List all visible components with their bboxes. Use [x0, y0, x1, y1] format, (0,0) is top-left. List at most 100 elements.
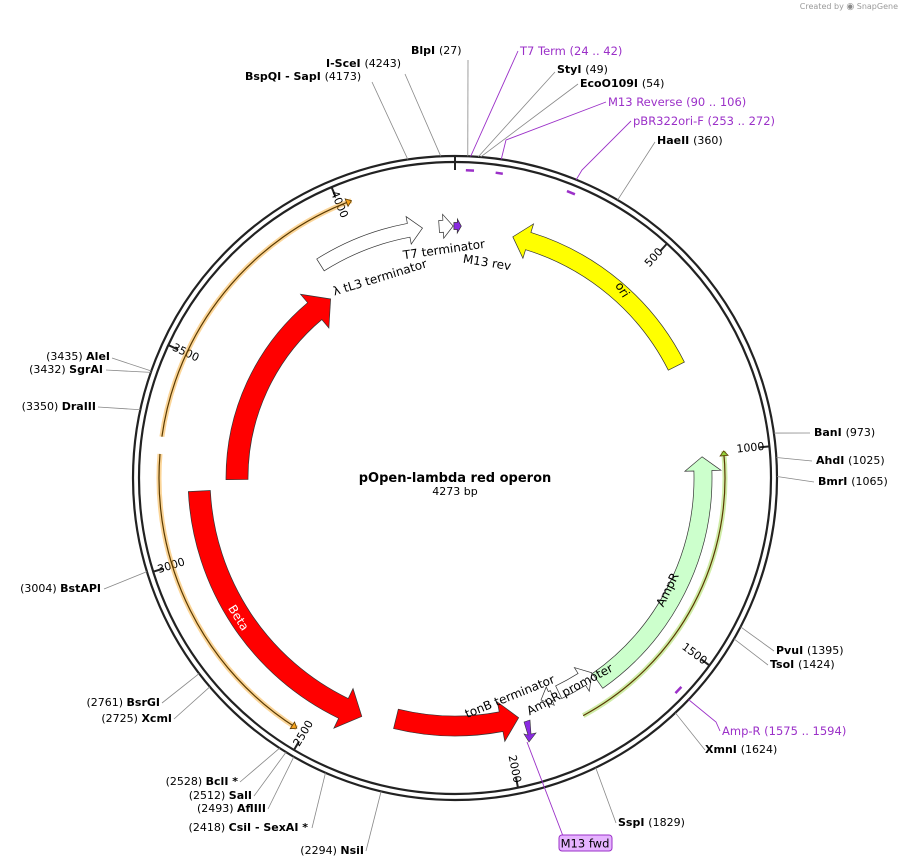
credit-text: Created by — [799, 2, 844, 11]
site-coord-bstapi: (3004) — [20, 582, 60, 595]
site-label-blpi: BlpI (27) — [411, 44, 462, 57]
site-leader-csii-sexai — [311, 772, 326, 829]
primer-box-m13-fwd — [558, 834, 613, 852]
tick-mark-4000 — [330, 186, 337, 197]
feature-label-tl3-terminator: λ tL3 terminator — [331, 257, 428, 299]
primer-name-t7-term: T7 Term — [519, 44, 570, 58]
primer-leader-m13-fwd — [526, 741, 564, 837]
snapgene-credit: Created by ◉ SnapGene — [800, 2, 898, 12]
site-leader-xmni — [675, 712, 706, 751]
site-label-tsoi: TsoI (1424) — [770, 658, 835, 671]
site-coord-bsrgi: (2761) — [86, 696, 126, 709]
site-leader-bcli — [239, 747, 280, 783]
site-name-bstapi: BstAPI — [60, 582, 101, 595]
site-leader-nsii — [365, 791, 382, 852]
primer-arrow-m13-fwd — [523, 719, 537, 743]
site-name-bsrgi: BsrGI — [127, 696, 160, 709]
primer-leader-pbr322ori-f — [575, 120, 632, 180]
site-coord-styi: (49) — [585, 63, 608, 76]
site-coord-haeii: (360) — [693, 134, 723, 147]
site-coord-xmni: (1624) — [741, 743, 778, 756]
site-name-nsii: NsiI — [340, 844, 364, 857]
feature-tl3-terminator-arrow — [316, 215, 423, 272]
site-leader-ecoo109i — [480, 83, 579, 158]
site-leader-sspi — [595, 767, 617, 824]
backbone — [131, 154, 779, 802]
site-coord-bspqi-sapi: (4173) — [325, 70, 362, 83]
orfs — [156, 198, 729, 731]
site-leader-bspqi-sapi — [371, 81, 409, 160]
tick-label-1000: 1000 — [736, 440, 765, 456]
site-name-ahdi: AhdI — [816, 454, 848, 467]
site-coord-tsoi: (1424) — [798, 658, 835, 671]
site-name-haeii: HaeII — [657, 134, 693, 147]
site-name-sspi: SspI — [618, 816, 648, 829]
tick-mark-2500 — [293, 740, 300, 751]
site-leader-bstapi — [103, 571, 148, 590]
site-label-csii-sexai: (2418) CsiI - SexAI * — [189, 821, 309, 834]
site-coord-ahdi: (1025) — [848, 454, 885, 467]
feature-exo-arrow — [225, 293, 331, 480]
site-name-pvui: PvuI — [776, 644, 807, 657]
site-label-pvui: PvuI (1395) — [776, 644, 844, 657]
primer-leader-amp-r — [688, 699, 721, 732]
primer-range-t7-term: (24 .. 42) — [570, 44, 623, 58]
orf-line-2 — [582, 450, 726, 717]
site-leader-bsrgi — [161, 673, 200, 704]
site-leader-i-scei — [404, 73, 442, 157]
restriction-sites: BlpI (27) StyI (49)EcoO109I (54) HaeII (36… — [20, 44, 888, 857]
plasmid-length: 4273 bp — [432, 485, 477, 498]
backbone-outer-strand — [131, 154, 779, 802]
site-leader-pvui — [740, 626, 775, 652]
site-name-blpi: BlpI — [411, 44, 439, 57]
site-coord-bani: (973) — [846, 426, 876, 439]
site-label-bsrgi: (2761) BsrGI — [86, 696, 160, 709]
site-label-bani: BanI (973) — [814, 426, 875, 439]
primer-label-m13-reverse: M13 Reverse (90 .. 106) — [608, 95, 746, 109]
tick-mark-500 — [659, 242, 668, 252]
site-name-alei: AleI — [86, 350, 110, 363]
plasmid-name: pOpen-lambda red operon — [359, 471, 552, 486]
orf-arrowhead-1 — [344, 198, 353, 208]
primer-label-m13-fwd: M13 fwd — [561, 837, 610, 851]
tick-mark-3500 — [167, 344, 178, 351]
site-label-bspqi-sapi: BspQI - SapI (4173) — [245, 70, 361, 83]
site-label-ecoo109i: EcoO109I (54) — [580, 77, 664, 90]
feature-ampr-arrow — [591, 456, 722, 689]
primer-range-amp-r: (1575 .. 1594) — [764, 724, 846, 738]
site-label-draiii: (3350) DraIII — [22, 400, 96, 413]
orf-arrowhead-0 — [289, 721, 298, 730]
site-coord-draiii: (3350) — [22, 400, 62, 413]
site-name-bcli: BclI * — [206, 775, 239, 788]
primer-label-pbr322ori-f: pBR322ori-F (253 .. 272) — [633, 114, 775, 128]
feature-m13-rev-arrow — [453, 217, 462, 235]
site-coord-bcli: (2528) — [166, 775, 206, 788]
feature-label-gam: Gam — [408, 733, 436, 747]
primer-leader-m13-reverse — [500, 101, 607, 160]
site-leader-tsoi — [733, 638, 769, 666]
site-leader-bmri — [776, 476, 815, 483]
site-leader-styi — [477, 71, 556, 158]
site-name-xmni: XmnI — [705, 743, 741, 756]
site-coord-sali: (2512) — [189, 789, 229, 802]
site-label-xmni: XmnI (1624) — [705, 743, 777, 756]
site-label-bcli: (2528) BclI * — [166, 775, 239, 788]
site-name-bmri: BmrI — [818, 475, 851, 488]
feature-ampr-promoter-arrow — [555, 666, 593, 700]
site-name-styi: StyI — [557, 63, 585, 76]
site-coord-afliii: (2493) — [197, 802, 237, 815]
site-coord-alei: (3435) — [46, 350, 86, 363]
primer-name-m13-reverse: M13 Reverse — [608, 95, 686, 109]
primer-range-pbr322ori-f: (253 .. 272) — [708, 114, 776, 128]
site-label-alei: (3435) AleI — [46, 350, 110, 363]
site-leader-afliii — [267, 756, 295, 810]
site-name-draiii: DraIII — [62, 400, 96, 413]
primer-mark-amp-r — [674, 685, 683, 694]
site-label-ahdi: AhdI (1025) — [816, 454, 885, 467]
site-name-xcmi: XcmI — [141, 712, 172, 725]
tick-mark-3000 — [152, 567, 164, 573]
feature-t7-terminator-arrow — [438, 213, 454, 240]
primer-leader-t7-term — [470, 50, 519, 157]
site-coord-pvui: (1395) — [807, 644, 844, 657]
tick-label-2000: 2000 — [506, 754, 524, 784]
